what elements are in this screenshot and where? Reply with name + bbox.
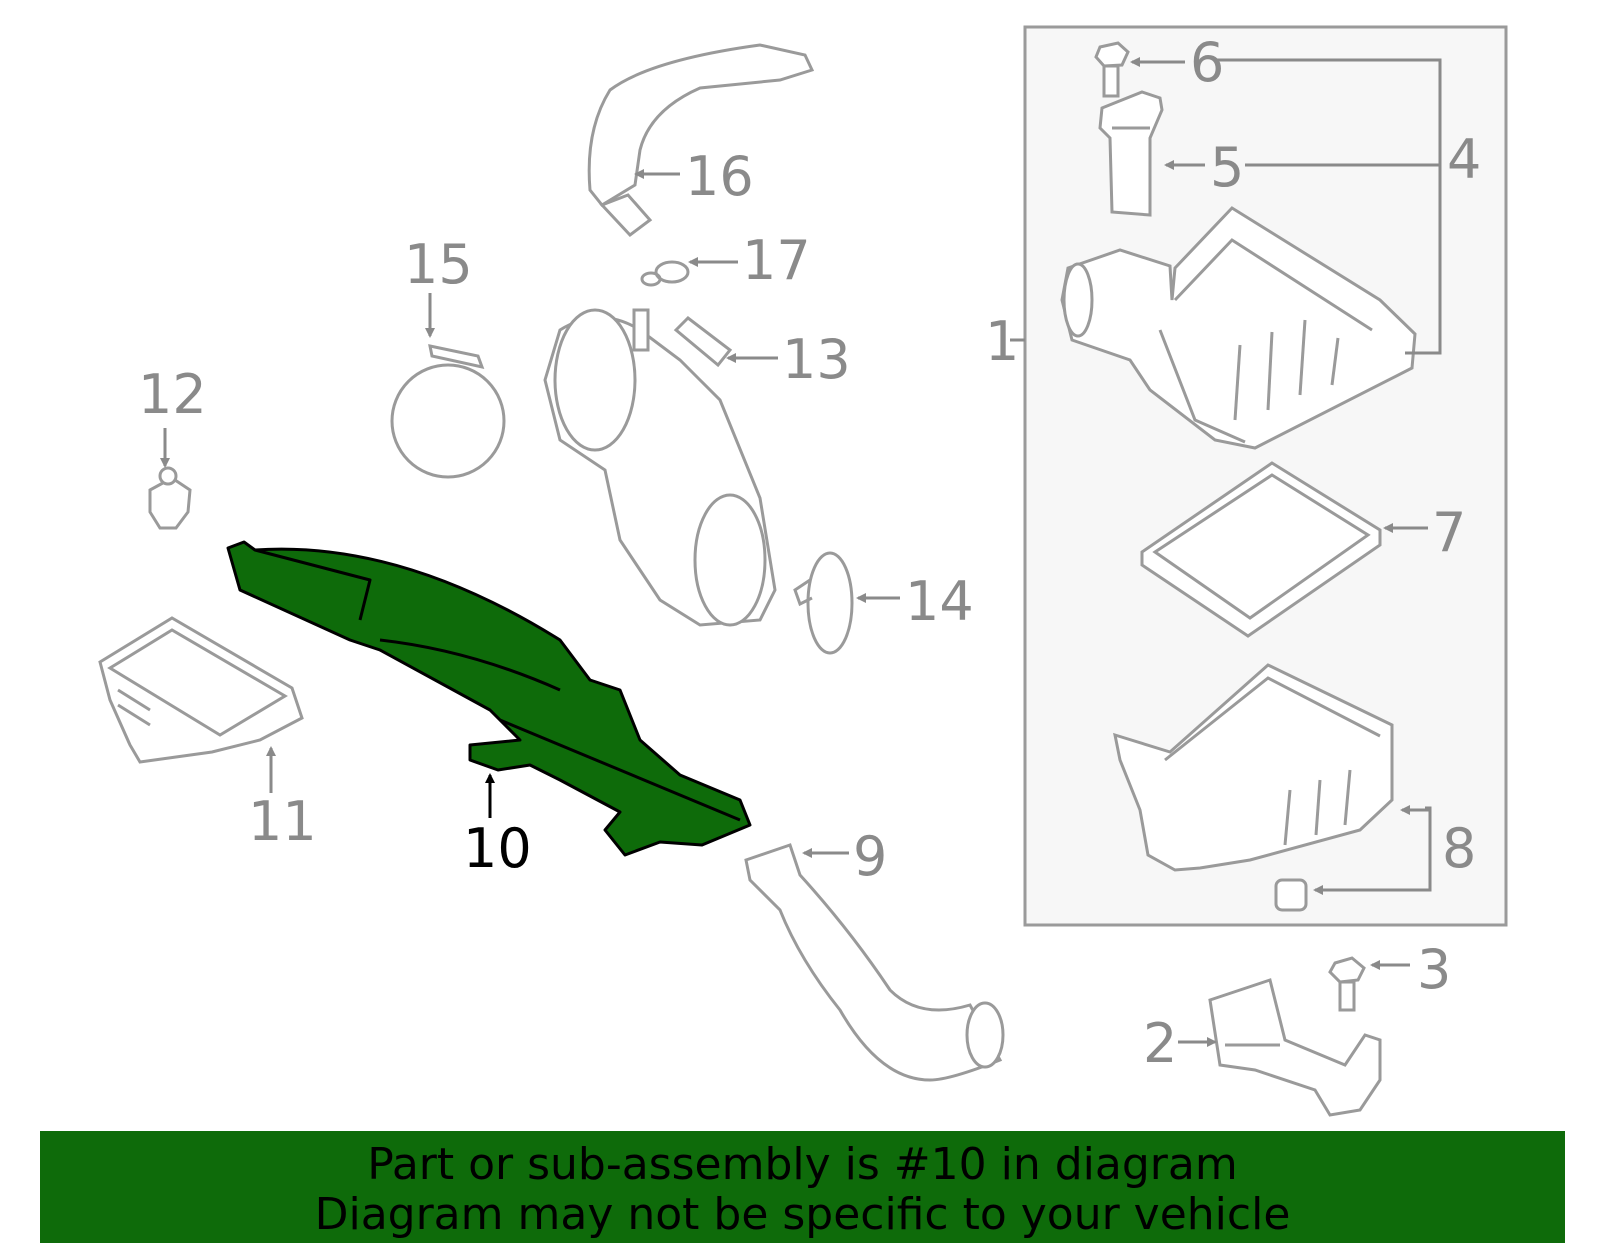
callout-15: 15 <box>404 233 473 296</box>
callout-16: 16 <box>685 145 754 208</box>
part-3-bolt <box>1328 956 1366 1012</box>
part-6-bolt <box>1094 41 1130 98</box>
part-10-highlighted <box>226 540 752 857</box>
callout-13: 13 <box>782 328 851 391</box>
banner-line-1: Part or sub-assembly is #10 in diagram <box>367 1139 1238 1190</box>
callout-5: 5 <box>1210 136 1245 199</box>
part-5-sensor <box>1098 90 1164 217</box>
banner-line-2: Diagram may not be specific to your vehi… <box>314 1189 1291 1240</box>
part-14-clamp <box>793 551 854 655</box>
callout-2: 2 <box>1143 1012 1178 1075</box>
callout-12: 12 <box>138 363 207 426</box>
callout-10: 10 <box>463 817 532 880</box>
callout-9: 9 <box>853 825 888 888</box>
part-12-clip <box>148 466 192 530</box>
callout-3: 3 <box>1417 938 1452 1001</box>
callout-11: 11 <box>248 790 317 853</box>
callout-14: 14 <box>905 570 974 633</box>
part-7-filter <box>1140 461 1382 638</box>
info-banner: Part or sub-assembly is #10 in diagram D… <box>40 1131 1565 1243</box>
part-11-module <box>98 616 304 764</box>
callout-6: 6 <box>1190 31 1225 94</box>
part-2-bracket <box>1208 978 1382 1117</box>
part-9-duct <box>744 843 1005 1082</box>
callout-1: 1 <box>985 310 1020 373</box>
callout-8: 8 <box>1442 817 1477 880</box>
part-17-clamp <box>640 260 690 287</box>
callout-4: 4 <box>1447 128 1482 191</box>
leader-lines <box>160 57 1442 1047</box>
part-8-lower-housing <box>1113 663 1394 912</box>
part-4-upper-housing <box>1060 206 1417 450</box>
callout-17: 17 <box>742 229 811 292</box>
callout-7: 7 <box>1432 501 1467 564</box>
part-13-intake-duct <box>543 308 777 627</box>
part-15-clamp <box>390 344 506 479</box>
part-16-hose <box>587 43 815 238</box>
